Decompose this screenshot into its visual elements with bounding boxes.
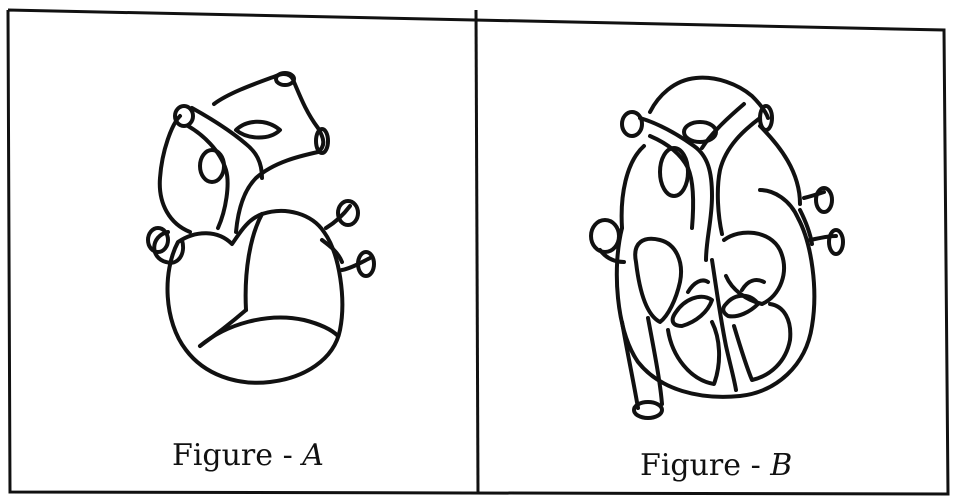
tricuspid-valve bbox=[673, 297, 712, 326]
mitral-valve bbox=[723, 296, 758, 317]
ivc-left bbox=[622, 322, 638, 408]
panel-divider bbox=[476, 10, 478, 494]
left-atrium-chamber bbox=[724, 233, 784, 304]
upper-small-loop bbox=[684, 122, 716, 142]
caption-figure-b: Figure - B bbox=[640, 448, 792, 483]
chordae-left bbox=[688, 280, 708, 292]
caption-b-letter: B bbox=[770, 448, 792, 483]
pulmonary-vein-lower-opening bbox=[829, 230, 843, 254]
caption-b-prefix: Figure - bbox=[640, 448, 770, 483]
svc-opening bbox=[591, 220, 619, 252]
heart-section-drawing bbox=[591, 78, 843, 418]
left-small-loop bbox=[200, 150, 224, 182]
right-atrium-chamber bbox=[635, 239, 681, 322]
caption-figure-a: Figure - A bbox=[172, 438, 324, 473]
aorta-opening-left bbox=[622, 112, 642, 136]
right-ventricle-chamber bbox=[668, 322, 719, 384]
ivc-right bbox=[648, 318, 662, 404]
left-line bbox=[200, 310, 246, 346]
heart-outline-left bbox=[622, 146, 644, 228]
panel-borders bbox=[8, 10, 948, 494]
interventricular-groove bbox=[246, 214, 262, 310]
chordae-right bbox=[742, 280, 764, 290]
upper-loop bbox=[660, 148, 688, 196]
left-vessel bbox=[160, 116, 190, 232]
aortic-arch bbox=[214, 74, 323, 232]
caption-a-prefix: Figure - bbox=[172, 438, 302, 473]
pulmonary-vein-lower bbox=[810, 236, 836, 240]
arch-inner-loop bbox=[236, 122, 280, 138]
heart-external-drawing bbox=[148, 73, 374, 383]
aorta-arch bbox=[650, 78, 768, 118]
right-vessel-upper-opening bbox=[338, 201, 358, 225]
pulmonary-vein-upper bbox=[804, 192, 824, 198]
aorta-descending bbox=[718, 118, 760, 234]
caption-a-letter: A bbox=[302, 438, 324, 473]
ivc-opening bbox=[634, 402, 662, 418]
